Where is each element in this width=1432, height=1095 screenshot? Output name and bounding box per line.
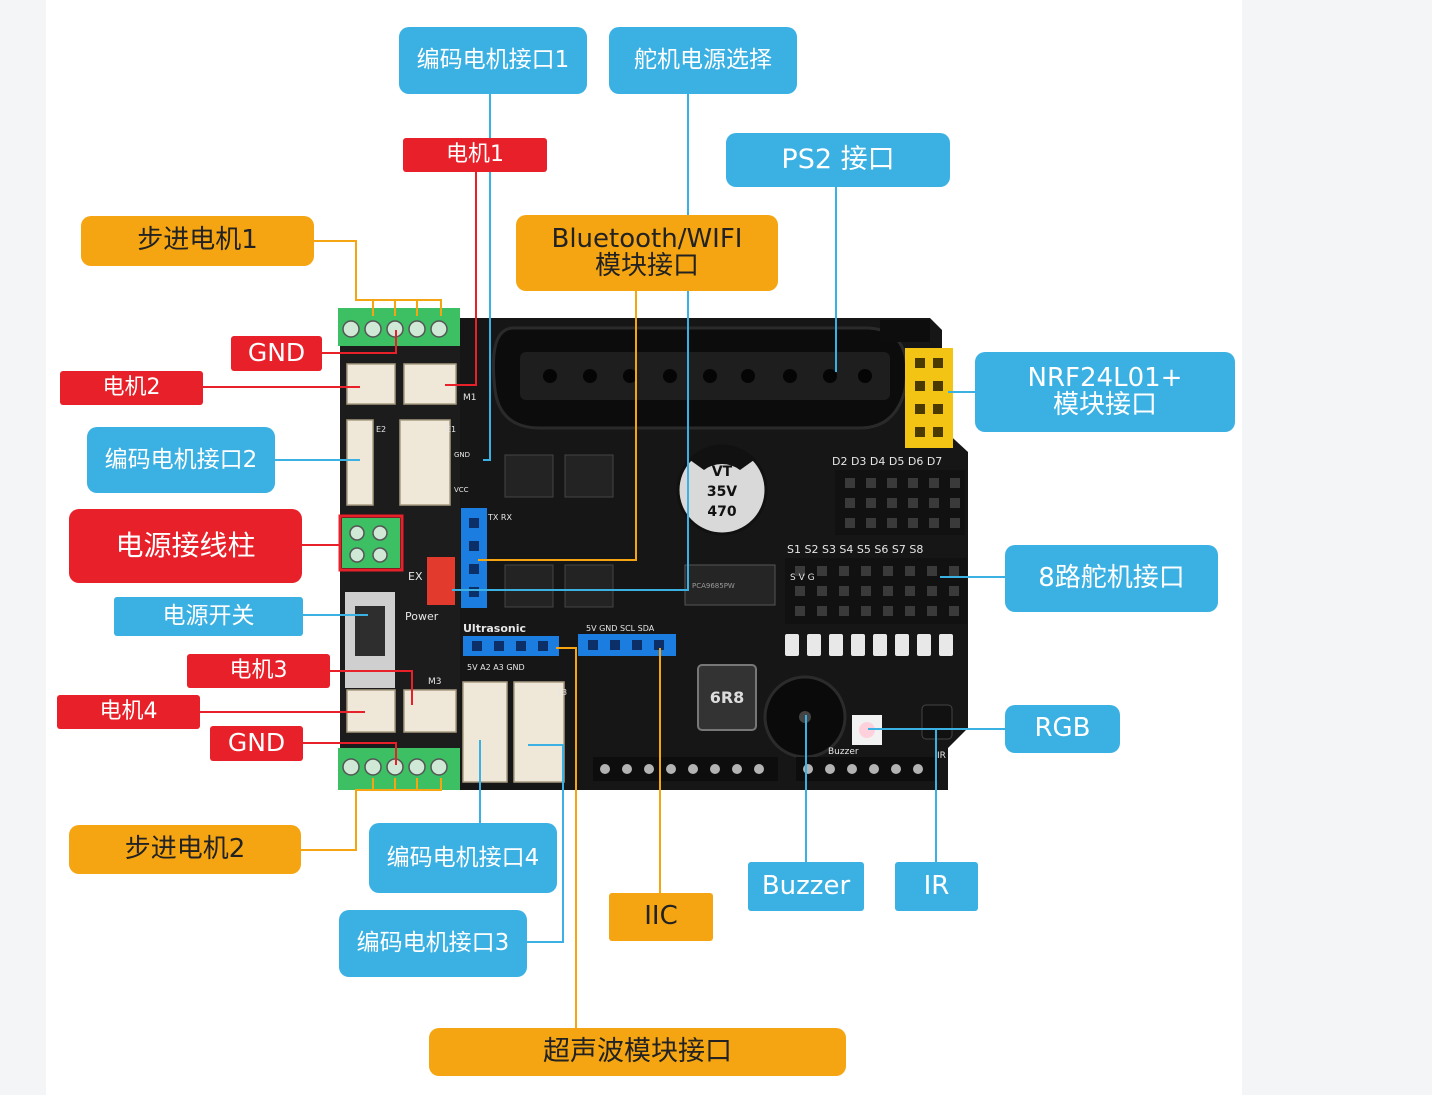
m3-silk: M3 — [428, 677, 442, 687]
chip-silk: PCA9685PW — [692, 582, 735, 590]
line-gnd-top — [322, 330, 397, 354]
line-stepper1 — [314, 240, 442, 316]
motor3-label: 电机3 — [187, 654, 330, 688]
gnd-top-label: GND — [231, 336, 322, 371]
stepper2-label: 步进电机2 — [69, 825, 301, 874]
stepper1-label: 步进电机1 — [81, 216, 314, 266]
line-bt — [478, 291, 637, 561]
iic-pins-silk: 5V GND SCL SDA — [586, 624, 655, 633]
bt-wifi-label: Bluetooth/WIFI 模块接口 — [516, 215, 778, 291]
bt-wifi-line1: Bluetooth/WIFI — [551, 223, 743, 254]
servo-header-top — [835, 470, 965, 535]
enc4-label: 编码电机接口4 — [369, 823, 557, 893]
nrf-line1: NRF24L01+ — [1027, 362, 1183, 393]
nrf-line2: 模块接口 — [1052, 390, 1157, 420]
inductor-text: 6R8 — [710, 688, 745, 707]
line-stepper2 — [301, 778, 442, 851]
servo-power-label: 舵机电源选择 — [609, 27, 797, 94]
bt-wifi-line2: 模块接口 — [594, 251, 699, 281]
line-enc1 — [483, 94, 491, 461]
motor1-label: 电机1 — [403, 138, 547, 172]
vcc-pin-silk: VCC — [454, 486, 469, 494]
buzzer-label: Buzzer — [748, 862, 864, 911]
motor2-label: 电机2 — [60, 371, 203, 405]
pcb-board — [455, 318, 968, 790]
ultrasonic-silk: Ultrasonic — [463, 622, 526, 635]
iic-label: IIC — [609, 893, 713, 941]
power-terminal — [342, 518, 400, 568]
enc1-label: 编码电机接口1 — [399, 27, 587, 94]
enc2-label: 编码电机接口2 — [87, 427, 275, 493]
power-silk: Power — [405, 610, 439, 623]
enc1-connector — [399, 419, 451, 506]
ps2-label: PS2 接口 — [726, 133, 950, 187]
power-terminal-label: 电源接线柱 — [69, 509, 302, 583]
uart-silk: TX RX — [487, 513, 512, 522]
enc3-connector — [513, 681, 565, 783]
cap-text-1: VT — [712, 464, 733, 480]
line-ultrasonic — [556, 647, 577, 1028]
cap-text-2: 35V — [707, 484, 737, 500]
power-switch-knob — [355, 606, 385, 656]
enc3-label: 编码电机接口3 — [339, 910, 527, 977]
servo-top-label: D2 D3 D4 D5 D6 D7 — [832, 455, 942, 468]
ultra-pins-silk: 5V A2 A3 GND — [467, 663, 525, 672]
enc4-connector — [462, 681, 508, 783]
buzzer-silk: Buzzer — [828, 747, 859, 757]
servo8-label: 8路舵机接口 — [1005, 545, 1218, 612]
motor1-connector — [403, 363, 457, 405]
servo-power-jumper — [427, 557, 455, 605]
ultrasonic-header — [463, 636, 559, 656]
e2-silk: E2 — [376, 425, 386, 434]
power-switch-label: 电源开关 — [114, 597, 303, 636]
gnd-bottom-label: GND — [210, 726, 303, 761]
e3-silk: E3 — [557, 688, 567, 697]
inductor — [697, 664, 757, 731]
ultrasonic-label: 超声波模块接口 — [429, 1028, 846, 1076]
servo-header-8 — [785, 558, 967, 624]
line-gnd-bottom — [303, 742, 397, 765]
m1-silk: M1 — [463, 393, 477, 403]
e1-silk: E1 — [446, 425, 456, 434]
line-enc3 — [527, 744, 564, 943]
motor2-connector — [346, 363, 396, 405]
capacitor — [676, 444, 768, 536]
iic-header — [578, 634, 676, 656]
ir-label: IR — [895, 862, 978, 911]
ex-silk: EX — [408, 570, 423, 583]
line-motor3 — [330, 670, 413, 705]
servo-mid-label: S1 S2 S3 S4 S5 S6 S7 S8 — [787, 543, 923, 556]
motor4-label: 电机4 — [57, 695, 200, 729]
cap-text-3: 470 — [707, 504, 736, 520]
rgb-label: RGB — [1005, 705, 1120, 753]
enc2-connector — [346, 419, 374, 506]
ir-silk: IR — [937, 751, 946, 761]
nrf-label: NRF24L01+ 模块接口 — [975, 352, 1235, 432]
gnd-pin-silk: GND — [454, 451, 470, 459]
pca-chip — [684, 564, 776, 606]
servo-side-label: S V G — [790, 573, 815, 583]
nrf-header — [905, 348, 953, 448]
line-motor1 — [445, 172, 477, 386]
